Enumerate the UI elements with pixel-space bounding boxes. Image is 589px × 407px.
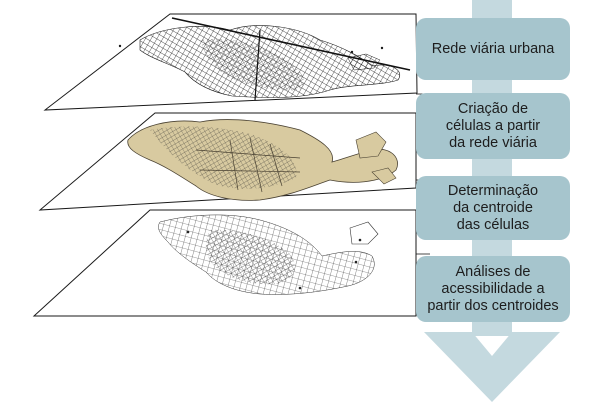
- centroid-points-map-icon: [158, 214, 379, 295]
- layer-street-network: [43, 13, 418, 111]
- layer-centroids: [32, 209, 417, 317]
- step-street-network: Rede viária urbana: [416, 18, 570, 80]
- step-accessibility: Análises de acessibilidade a partir dos …: [416, 256, 570, 322]
- step-label: Rede viária urbana: [431, 40, 555, 57]
- step-label: Análises de acessibilidade a partir dos …: [427, 263, 559, 314]
- flow-arrow-head-icon: [424, 332, 560, 402]
- step-label: Determinação da centroide das células: [447, 182, 539, 233]
- street-grid-map-icon: [118, 17, 411, 101]
- layer-cells: [38, 112, 417, 211]
- step-label: Criação de células a partir da rede viár…: [445, 100, 541, 151]
- cell-polygons-map-icon: [127, 119, 398, 201]
- step-cell-creation: Criação de células a partir da rede viár…: [416, 93, 570, 159]
- step-centroid: Determinação da centroide das células: [416, 176, 570, 240]
